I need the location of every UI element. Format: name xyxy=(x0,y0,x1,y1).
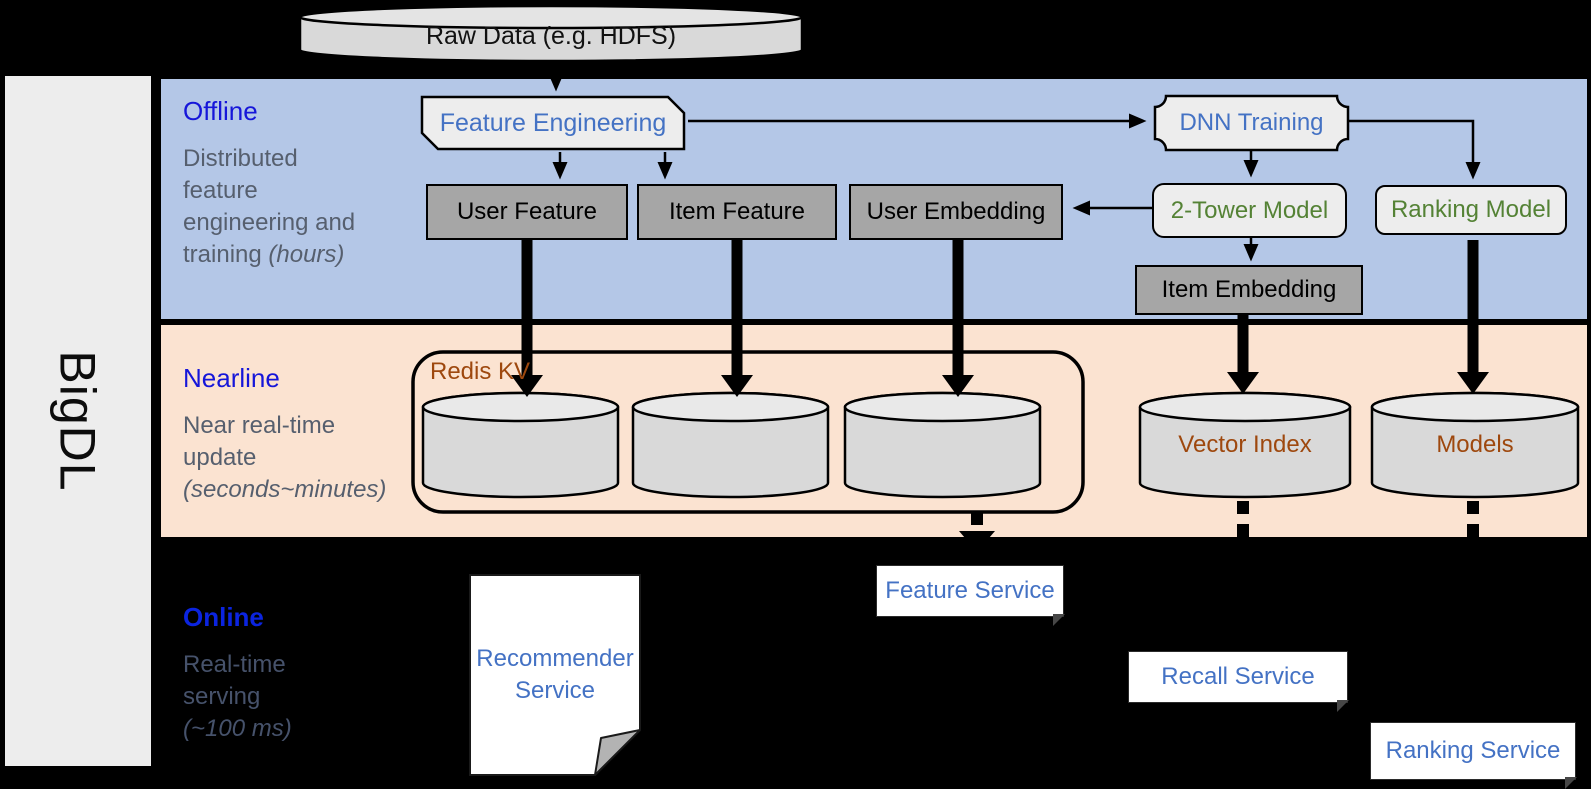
raw-data-store xyxy=(298,4,804,63)
two-tower-model-node: 2-Tower Model xyxy=(1152,183,1347,238)
user-embedding-node: User Embedding xyxy=(849,184,1063,240)
arrow-ranking-model-to-models xyxy=(1457,240,1489,394)
ranking-model-node: Ranking Model xyxy=(1375,185,1567,235)
offline-desc-note: (hours) xyxy=(268,240,345,268)
online-desc: Real-time serving (~100 ms) xyxy=(183,651,292,742)
item-embedding-node: Item Embedding xyxy=(1135,265,1363,315)
bigdl-sidebar: BigDL xyxy=(5,76,151,766)
item-feature-node: Item Feature xyxy=(637,184,837,240)
user-feature-node: User Feature xyxy=(426,184,628,240)
redis-kv-group xyxy=(411,350,1085,514)
redis-cylinder-2 xyxy=(631,391,830,499)
feature-engineering-shape xyxy=(420,95,686,151)
arrow-user-feature-to-redis xyxy=(511,240,543,397)
redis-cylinder-1 xyxy=(421,391,620,499)
arrow-dnn-to-ranking-model xyxy=(1348,119,1481,180)
models-store xyxy=(1370,391,1580,499)
offline-title: Offline xyxy=(183,96,258,126)
nearline-desc: Near real-time update (seconds~minutes) xyxy=(183,412,387,503)
recommender-service-shape xyxy=(469,574,641,776)
redis-cylinder-3 xyxy=(843,391,1042,499)
online-title: Online xyxy=(183,602,264,632)
lane-nearline-label: Nearline Near real-time update (seconds~… xyxy=(183,363,413,506)
nearline-desc-note: (seconds~minutes) xyxy=(183,475,387,503)
vector-index-store xyxy=(1138,391,1352,499)
lane-offline-label: Offline Distributed feature engineering … xyxy=(183,96,413,271)
online-desc-note: (~100 ms) xyxy=(183,714,292,742)
dnn-training-shape xyxy=(1153,94,1350,152)
lane-online-label: Online Real-time serving (~100 ms) xyxy=(183,602,413,745)
lane-online-band xyxy=(161,543,1587,789)
arrow-user-embedding-to-redis xyxy=(942,240,974,397)
ranking-service-node: Ranking Service xyxy=(1370,722,1577,789)
arrow-item-feature-to-redis xyxy=(721,240,753,397)
feature-service-node: Feature Service xyxy=(876,565,1065,626)
recall-service-node: Recall Service xyxy=(1128,651,1349,712)
nearline-title: Nearline xyxy=(183,363,280,393)
arrow-redis-to-feature-service xyxy=(959,512,995,552)
offline-desc: Distributed feature engineering and trai… xyxy=(183,145,356,268)
arrow-item-embedding-to-vector-index xyxy=(1227,315,1259,394)
